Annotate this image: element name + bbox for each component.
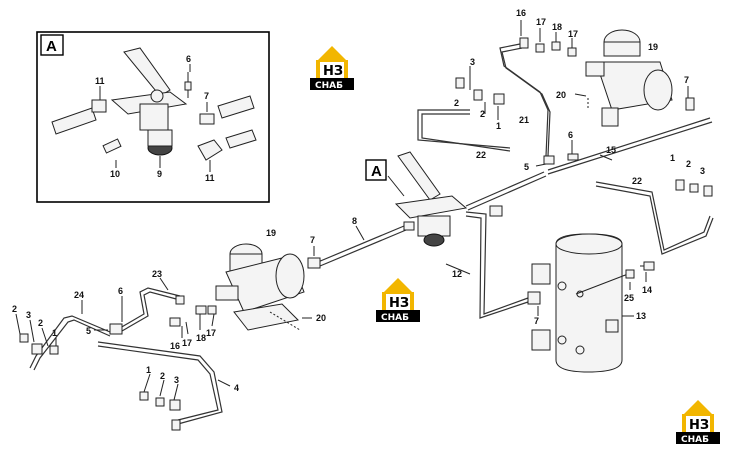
callout: 25 [624, 293, 634, 303]
logo-text-top: НЗ [323, 64, 343, 79]
callout: 7 [684, 75, 689, 85]
callout: 22 [476, 150, 486, 160]
callout: 16 [170, 341, 180, 351]
callout: 1 [52, 328, 57, 338]
callout: 17 [568, 29, 578, 39]
callout: 4 [234, 383, 239, 393]
callout: 20 [556, 90, 566, 100]
callout: 3 [174, 375, 179, 385]
inset-letter: A [46, 38, 57, 55]
callout: 2 [160, 371, 165, 381]
callout: 1 [496, 121, 501, 131]
logo-text-bottom: СНАБ [381, 313, 409, 323]
callout: 7 [310, 235, 315, 245]
callout: 12 [452, 269, 462, 279]
callout: 5 [86, 326, 91, 336]
callout: 6 [118, 286, 123, 296]
callout: 18 [552, 22, 562, 32]
callout: 23 [152, 269, 162, 279]
callout: 19 [266, 228, 276, 238]
callout: 24 [74, 290, 84, 300]
logo-text-top: НЗ [389, 296, 409, 311]
callout: 18 [196, 333, 206, 343]
air-tank-assembly: 12 25 14 7 13 [445, 233, 655, 373]
center-brake-valve: A 8 [317, 151, 547, 319]
callout: 1 [146, 365, 151, 375]
callout: 17 [206, 328, 216, 338]
callout: 15 [606, 145, 616, 155]
brand-logo: НЗ СНАБ [376, 278, 420, 323]
inset-detail-a: A 11 6 7 10 [36, 31, 270, 203]
callout: 3 [26, 310, 31, 320]
callout: 16 [516, 8, 526, 18]
callout: 2 [38, 318, 43, 328]
brand-logo: НЗ СНАБ [310, 46, 354, 91]
callout: 9 [157, 169, 162, 179]
callout: 19 [648, 42, 658, 52]
callout: 3 [700, 166, 705, 176]
callout: 7 [204, 91, 209, 101]
callout: 8 [352, 216, 357, 226]
inset-brake-valve [110, 47, 192, 156]
callout: 2 [454, 98, 459, 108]
brand-logo: НЗ СНАБ [676, 400, 720, 445]
inset-fittings [51, 95, 257, 161]
callout: 13 [636, 311, 646, 321]
logo-text-bottom: СНАБ [681, 435, 709, 445]
callout: 17 [536, 17, 546, 27]
top-right-assembly: 16 17 18 17 19 3 2 1 21 20 7 2 22 6 5 15… [417, 8, 714, 255]
callout: 11 [205, 173, 215, 183]
callout: 2 [12, 304, 17, 314]
view-letter: A [371, 163, 382, 180]
callout: 11 [95, 76, 105, 86]
callout: 21 [519, 115, 529, 125]
left-pump-assembly: 19 7 23 6 24 2 3 2 1 5 20 17 16 18 17 1 … [12, 228, 326, 431]
callout: 7 [534, 316, 539, 326]
callout: 20 [316, 313, 326, 323]
callout: 1 [670, 153, 675, 163]
callout: 5 [524, 162, 529, 172]
callout: 17 [182, 338, 192, 348]
callout: 6 [186, 54, 191, 64]
logo-text-bottom: СНАБ [315, 81, 343, 91]
callout: 3 [470, 57, 475, 67]
callout: 2 [686, 159, 691, 169]
callout: 14 [642, 285, 652, 295]
callout: 10 [110, 169, 120, 179]
callout: 6 [568, 130, 573, 140]
callout: 22 [632, 176, 642, 186]
callout: 2 [480, 109, 485, 119]
logo-text-top: НЗ [689, 418, 709, 433]
